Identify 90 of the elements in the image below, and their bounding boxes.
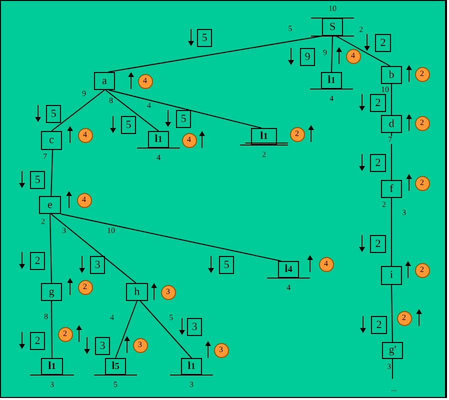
tree-edge xyxy=(51,300,52,358)
value-box: 5 xyxy=(219,256,234,274)
tree-edge xyxy=(391,284,393,342)
bound-circle: 2 xyxy=(290,126,304,142)
value-box: 5 xyxy=(121,116,136,134)
bound-circle: 2 xyxy=(414,66,430,82)
bound-value: 10 xyxy=(328,5,338,13)
tree-edge xyxy=(50,214,136,284)
node-box: c xyxy=(41,131,62,150)
value-box: 5 xyxy=(197,29,212,47)
ellipsis: ... xyxy=(390,385,398,393)
tree-edge xyxy=(391,84,392,116)
node-box: i xyxy=(381,266,402,285)
bound-circle: 2 xyxy=(78,280,92,294)
bound-value: 4 xyxy=(286,284,292,292)
bound-value: 4 xyxy=(156,154,162,162)
value-box: 5 xyxy=(46,105,61,123)
value-box: 2 xyxy=(370,94,386,112)
tree-edge xyxy=(140,300,192,358)
edge-label: 10 xyxy=(380,86,390,94)
node-box: S xyxy=(322,18,343,36)
value-box: 2 xyxy=(371,316,387,334)
node-box: g xyxy=(41,283,62,301)
value-box: 2 xyxy=(375,34,391,52)
edge-label: 10 xyxy=(106,227,116,235)
node-box: b xyxy=(381,66,402,84)
value-box: 2 xyxy=(370,235,386,253)
edge-weight: 3 xyxy=(401,209,407,217)
node-box: h xyxy=(126,283,148,301)
tree-edge xyxy=(392,358,393,380)
bound-circle: 2 xyxy=(414,116,430,130)
value-box: 9 xyxy=(300,48,315,66)
bound-value: 4 xyxy=(328,95,334,103)
bound-circle: 2 xyxy=(58,326,72,342)
edge-label: 7 xyxy=(42,153,48,161)
bound-circle: 3 xyxy=(160,284,176,300)
tree-edge xyxy=(108,36,322,72)
bound-circle: 4 xyxy=(346,48,360,64)
edge-label: 9 xyxy=(322,49,328,57)
edge-label: 5 xyxy=(168,314,174,322)
tree-edge xyxy=(105,90,159,132)
tree-edge xyxy=(60,214,282,262)
edge-label: 2 xyxy=(40,218,46,226)
bound-value: 3 xyxy=(188,381,194,389)
edge-label: 8 xyxy=(43,313,49,321)
edge-label: 3 xyxy=(61,227,67,235)
bound-circle: 4 xyxy=(78,128,92,142)
node-box: g' xyxy=(382,342,403,359)
bound-value: 5 xyxy=(112,381,118,389)
edge-label: 8 xyxy=(108,97,114,105)
bound-circle: 4 xyxy=(138,74,152,88)
node-box: a xyxy=(94,72,115,90)
edge-weight: 3 xyxy=(386,363,392,371)
value-box: 5 xyxy=(30,171,45,189)
value-box: 2 xyxy=(30,252,45,270)
tree-edge xyxy=(50,214,52,284)
tree-edge xyxy=(391,132,392,180)
value-box: 2 xyxy=(30,332,45,350)
tree-edge xyxy=(50,150,54,196)
edge-label: 4 xyxy=(109,314,115,322)
bound-value: 3 xyxy=(49,381,55,389)
tree-edge xyxy=(336,36,391,66)
value-box: 3 xyxy=(187,318,202,336)
bound-circle: 2 xyxy=(414,262,430,278)
bound-circle: 2 xyxy=(396,310,412,326)
tree-edge xyxy=(115,300,138,358)
tree-edge xyxy=(331,36,333,72)
edge-label: 2 xyxy=(381,201,387,209)
edge-label: 4 xyxy=(146,102,152,110)
bound-circle: 3 xyxy=(214,342,228,358)
value-box: 3 xyxy=(95,337,110,355)
node-box: f xyxy=(381,180,402,198)
tree-edge xyxy=(108,90,262,128)
bound-circle: 4 xyxy=(76,192,92,208)
tree-edge xyxy=(391,198,392,266)
value-box: 3 xyxy=(90,256,105,274)
bound-circle: 2 xyxy=(414,176,430,190)
node-box: e xyxy=(39,196,61,214)
edge-label: 2 xyxy=(358,26,364,34)
tree-edge xyxy=(51,90,105,132)
node-box: d xyxy=(381,115,402,133)
bound-circle: 4 xyxy=(182,132,196,148)
value-box: 5 xyxy=(176,110,191,128)
edge-label: 5 xyxy=(287,25,293,33)
bound-circle: 3 xyxy=(132,338,148,352)
value-box: 2 xyxy=(370,154,386,172)
bound-circle: 4 xyxy=(318,256,334,272)
bound-value: 2 xyxy=(261,151,267,159)
edge-label: 7 xyxy=(387,136,393,144)
edge-label: 9 xyxy=(81,90,87,98)
